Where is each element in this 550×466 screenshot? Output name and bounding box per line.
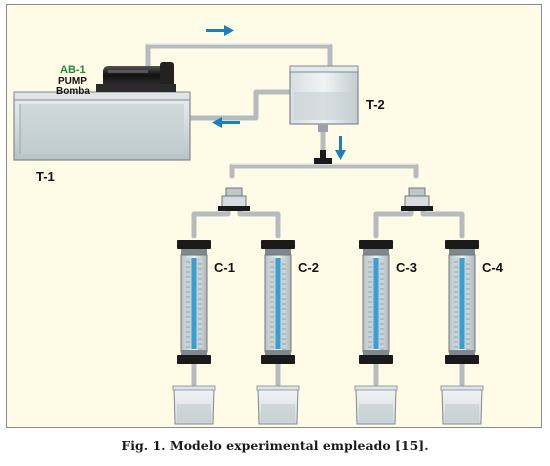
pump-en-label: PUMP xyxy=(58,76,87,87)
beakers-group xyxy=(172,385,484,425)
column-1 xyxy=(177,240,211,364)
splitter-left xyxy=(218,187,250,211)
column-label-4: C-4 xyxy=(482,260,504,275)
flow-arrow-down xyxy=(335,136,346,160)
column-label-3: C-3 xyxy=(396,260,417,275)
columns-group xyxy=(177,240,479,364)
column-4 xyxy=(445,240,479,364)
splitter-right xyxy=(401,187,433,211)
tank-t2-label: T-2 xyxy=(366,97,385,112)
beaker-2 xyxy=(256,385,300,425)
column-label-2: C-2 xyxy=(298,260,319,275)
beaker-4 xyxy=(440,385,484,425)
column-labels: C-1 C-2 C-3 C-4 xyxy=(214,260,504,275)
column-label-1: C-1 xyxy=(214,260,235,275)
pump-id-label: AB-1 xyxy=(60,64,86,76)
tank-t2 xyxy=(289,65,359,132)
figure-caption: Fig. 1. Modelo experimental empleado [15… xyxy=(121,438,429,453)
column-2 xyxy=(261,240,295,364)
flow-arrows xyxy=(206,25,346,160)
valve-t2 xyxy=(314,150,332,164)
column-3 xyxy=(359,240,393,364)
beaker-1 xyxy=(172,385,216,425)
flow-arrow-right xyxy=(206,25,234,36)
pump-ab1 xyxy=(96,62,176,92)
beaker-3 xyxy=(354,385,398,425)
tank-t1 xyxy=(13,91,191,161)
tank-t1-label: T-1 xyxy=(36,169,55,184)
pump-es-label: Bomba xyxy=(56,86,90,97)
flow-arrow-left xyxy=(212,117,240,128)
